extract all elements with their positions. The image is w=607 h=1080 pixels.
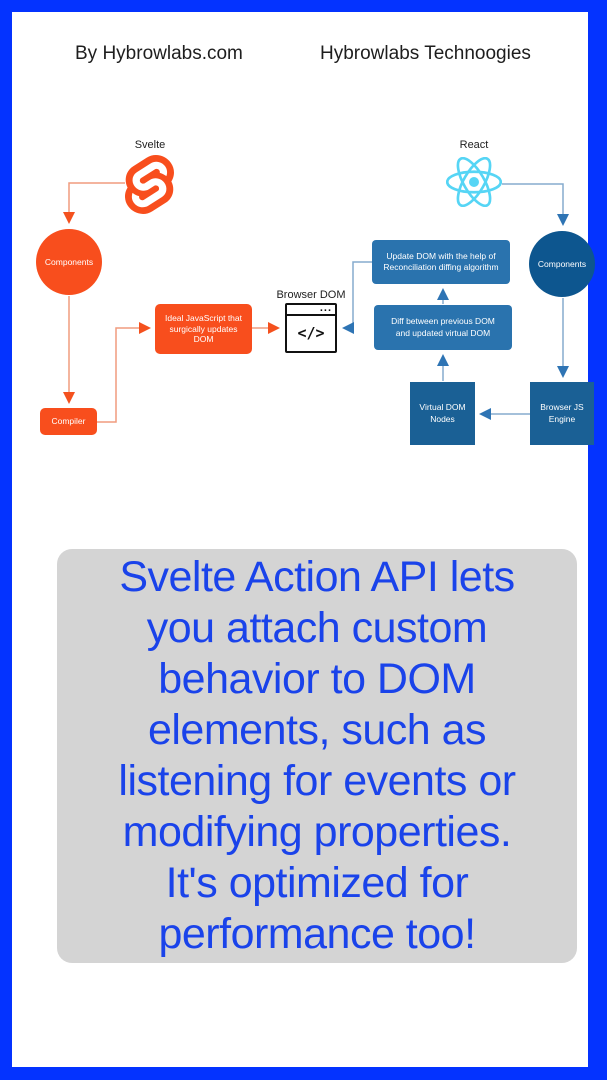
caption-line: behavior to DOM [158,655,476,703]
code-icon: </> [297,323,325,342]
browser-js-node: Browser JS Engine [530,382,594,445]
caption-line: Svelte Action API lets [119,553,515,601]
browser-dom-label: Browser DOM [276,289,346,301]
update-dom-node: Update DOM with the help of Reconciliati… [372,240,510,284]
caption-line: listening for events or [118,757,516,805]
ideal-js-node: Ideal JavaScript that surgically updates… [155,304,252,354]
header-byline: By Hybrowlabs.com [75,43,243,64]
svelte-label: Svelte [134,139,166,151]
svelte-components-node: Components [36,229,102,295]
caption-line: performance too! [158,910,476,958]
react-label: React [459,139,489,151]
content-card: By Hybrowlabs.com Hybrowlabs Technoogies [12,12,595,1067]
virtual-dom-node: Virtual DOM Nodes [410,382,475,445]
connector-lines [63,182,569,423]
caption-card: Svelte Action API lets you attach custom… [57,549,577,963]
browser-dom-icon: ... </> [285,303,337,353]
svelte-logo-icon [125,155,174,214]
browser-dots-icon: ... [287,303,335,316]
react-logo-icon [446,157,502,207]
caption-line: It's optimized for [165,859,469,907]
caption-line: modifying properties. [122,808,512,856]
svelte-react-diagram: Svelte React Components Compiler Ideal J… [12,12,607,492]
compiler-node: Compiler [40,408,97,435]
caption-line: you attach custom [146,604,488,652]
react-components-node: Components [529,231,595,297]
caption-line: elements, such as [147,706,487,754]
header-brand: Hybrowlabs Technoogies [320,43,531,64]
diff-node: Diff between previous DOM and updated vi… [374,305,512,350]
